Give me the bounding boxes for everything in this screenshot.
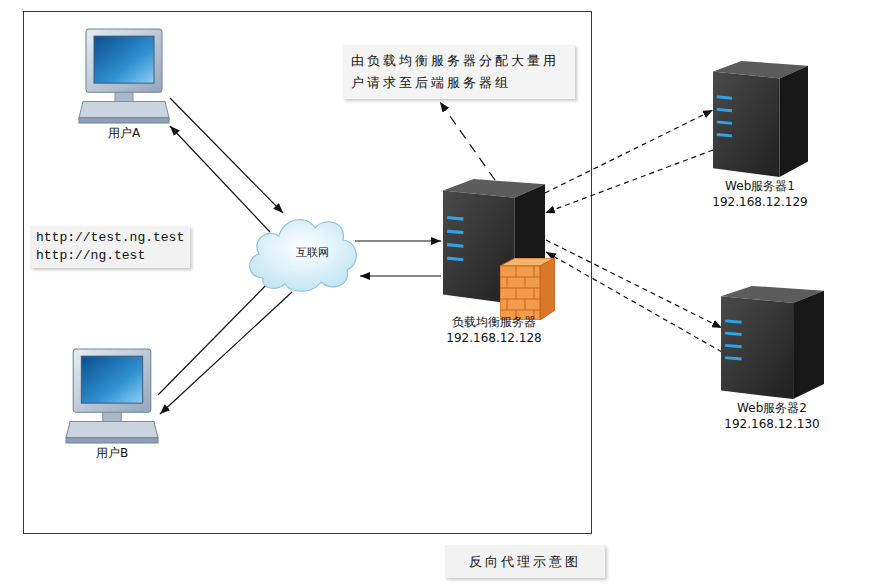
server-front bbox=[713, 72, 780, 177]
solid-arrow bbox=[158, 278, 273, 395]
ip-address: 192.168.12.130 bbox=[724, 416, 819, 432]
server-node: Web服务器1192.168.12.129 bbox=[705, 60, 815, 210]
monitor-body bbox=[73, 349, 151, 412]
solid-arrow bbox=[170, 126, 270, 232]
server-node: Web服务器2192.168.12.130 bbox=[717, 285, 827, 432]
computer-base-edge bbox=[66, 438, 158, 443]
node-name: 负载均衡服务器 bbox=[452, 314, 536, 330]
computer-base-edge bbox=[79, 118, 169, 123]
dashed-arrow bbox=[545, 110, 713, 193]
dashed-arrow bbox=[440, 102, 495, 180]
ip-address: 192.168.12.129 bbox=[712, 194, 807, 210]
monitor-neck bbox=[115, 92, 133, 101]
server-led bbox=[447, 231, 463, 233]
ip-address: 192.168.12.128 bbox=[446, 330, 541, 346]
user-computer: 用户B bbox=[63, 348, 161, 461]
node-name: Web服务器1 bbox=[725, 178, 795, 194]
server-front bbox=[721, 296, 793, 399]
solid-arrow bbox=[360, 275, 441, 276]
monitor-neck bbox=[103, 412, 121, 421]
server-side bbox=[793, 291, 824, 399]
computer-icon bbox=[78, 28, 170, 125]
dashed-arrow bbox=[546, 252, 722, 352]
solid-arrow bbox=[355, 240, 441, 241]
node-name: Web服务器2 bbox=[737, 400, 807, 416]
server-led bbox=[725, 321, 741, 322]
node-name: 用户B bbox=[96, 445, 128, 461]
server-led bbox=[447, 245, 463, 247]
server-side bbox=[779, 66, 808, 177]
solid-arrow bbox=[170, 98, 283, 213]
server-node: 负载均衡服务器192.168.12.128 bbox=[440, 178, 548, 346]
server-icon bbox=[713, 60, 808, 178]
server-led bbox=[725, 358, 741, 359]
server-led bbox=[716, 97, 731, 98]
internet-cloud: 互联网 bbox=[243, 208, 361, 294]
computer-icon bbox=[65, 348, 159, 445]
url-box: http://test.ng.testhttp://ng.test bbox=[30, 226, 190, 268]
server-led bbox=[716, 109, 731, 110]
computer-base bbox=[79, 102, 169, 118]
monitor-screen bbox=[94, 36, 154, 83]
solid-arrow bbox=[160, 292, 292, 414]
network-boundary bbox=[24, 12, 592, 534]
server-led bbox=[725, 345, 741, 346]
server-led bbox=[447, 258, 463, 260]
cloud-label: 互联网 bbox=[296, 245, 329, 260]
computer-base bbox=[66, 422, 158, 438]
node-name: 用户A bbox=[108, 125, 140, 141]
dashed-arrow bbox=[545, 150, 713, 213]
server-led bbox=[716, 134, 731, 135]
url-text: http://test.ng.test bbox=[36, 229, 184, 247]
server-icon bbox=[721, 285, 824, 400]
firewall-icon bbox=[500, 258, 555, 320]
monitor-screen bbox=[81, 356, 142, 403]
user-computer: 用户A bbox=[75, 28, 173, 141]
url-text: http://ng.test bbox=[36, 247, 184, 265]
server-led bbox=[725, 333, 741, 334]
monitor-body bbox=[86, 29, 162, 92]
note-box: 由负载均衡服务器分配大量用户请求至后端服务器组 bbox=[343, 45, 575, 99]
caption: 反向代理示意图 bbox=[445, 545, 605, 578]
dashed-arrow bbox=[546, 240, 722, 328]
server-led bbox=[716, 122, 731, 123]
note-text: 由负载均衡服务器分配大量用户请求至后端服务器组 bbox=[351, 50, 567, 94]
server-led bbox=[447, 218, 463, 220]
